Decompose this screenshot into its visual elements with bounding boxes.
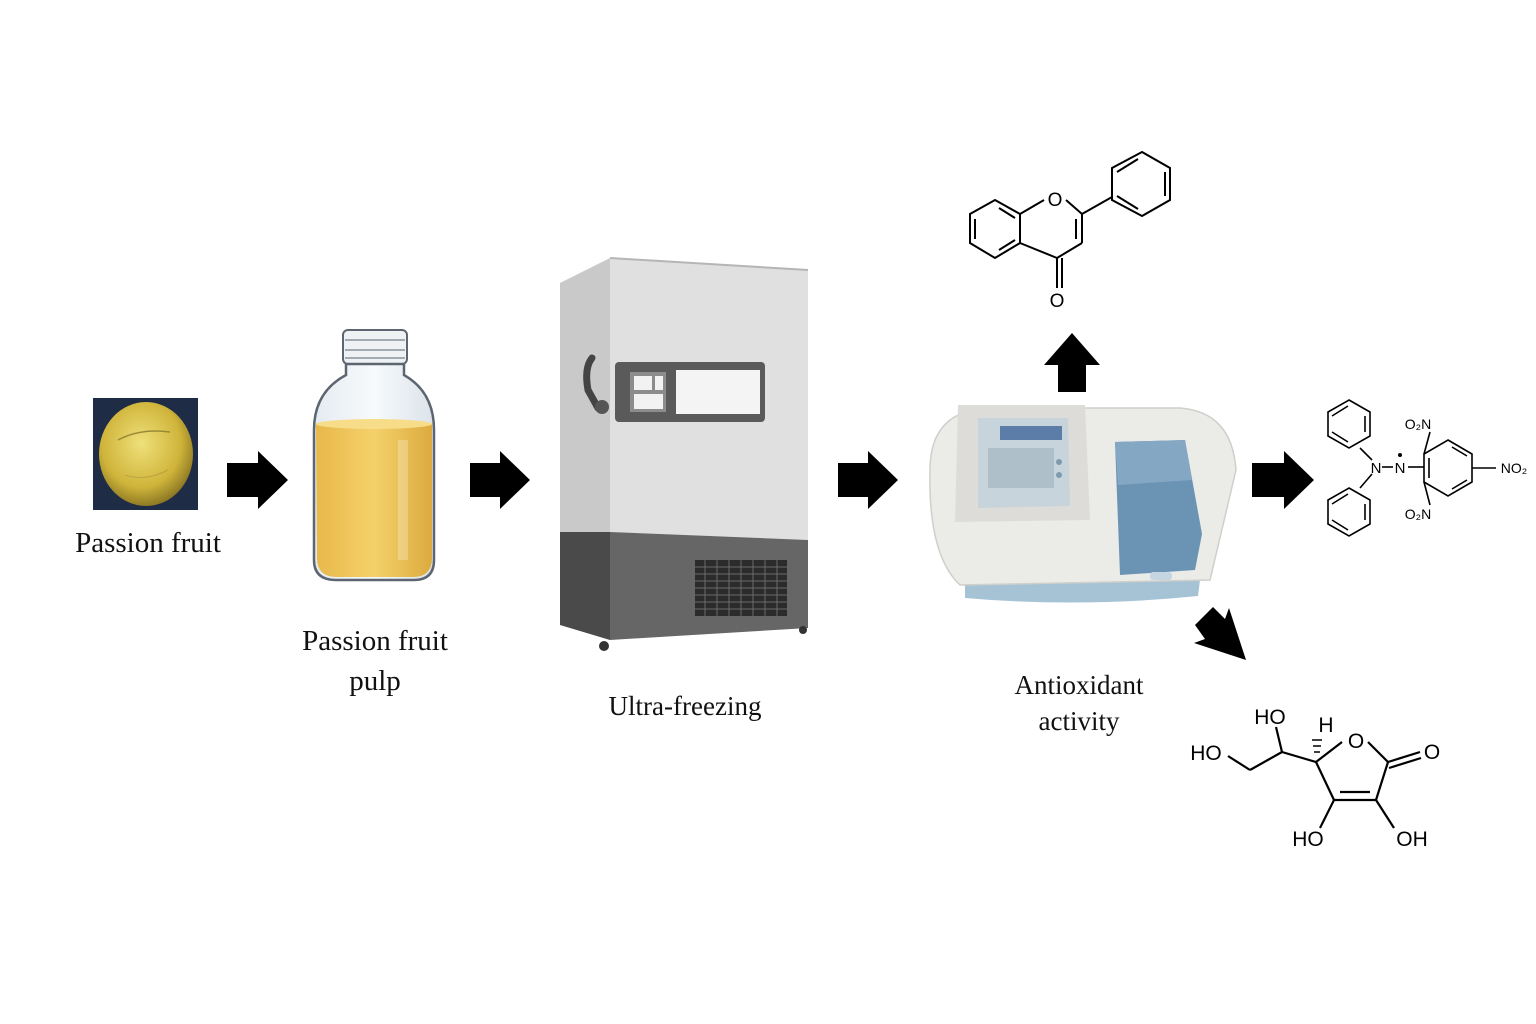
flow-arrow-up: [1044, 333, 1100, 392]
pulp-label-line2: pulp: [349, 665, 401, 697]
antioxidant-label-line2: activity: [1039, 706, 1120, 736]
ultra-freezing-label: Ultra-freezing: [609, 691, 762, 721]
ascorbic-ring-oxygen: O: [1348, 730, 1364, 753]
spectrophotometer-illustration: [929, 405, 1237, 603]
dpph-nitro-right: NO₂: [1501, 460, 1527, 476]
ultra-freezer-illustration: [560, 257, 809, 651]
dpph-nitrogen-2: N: [1395, 460, 1406, 477]
flow-arrow-right: [1252, 451, 1314, 509]
dpph-nitro-bottom: O₂N: [1405, 506, 1431, 522]
ascorbic-hydroxyl-bottom-left: HO: [1292, 828, 1324, 851]
flow-arrow-2: [470, 451, 530, 509]
flow-arrow-1: [227, 451, 288, 509]
radical-dot: [1398, 453, 1402, 457]
pulp-label-line1: Passion fruit: [302, 625, 448, 657]
flow-arrow-diagonal: [1194, 607, 1246, 660]
ascorbic-acid-structure: [1227, 726, 1422, 829]
flavone-ketone-oxygen: O: [1050, 291, 1065, 312]
pulp-bottle-illustration: [312, 329, 436, 582]
passion-fruit-photo: [93, 398, 198, 510]
dpph-structure: [1327, 399, 1496, 537]
ascorbic-hydroxyl-left: HO: [1190, 742, 1222, 765]
dpph-nitrogen-1: N: [1371, 460, 1382, 477]
ascorbic-stereo-hash: [1312, 739, 1322, 753]
ascorbic-carbonyl-oxygen: O: [1424, 741, 1440, 764]
passion-fruit-label: Passion fruit: [75, 527, 221, 559]
flavone-ring-oxygen: O: [1048, 190, 1063, 211]
flow-arrow-3: [838, 451, 898, 509]
ascorbic-hydrogen: H: [1318, 714, 1333, 737]
dpph-nitro-top: O₂N: [1405, 416, 1431, 432]
ascorbic-hydroxyl-top: HO: [1254, 706, 1286, 729]
ascorbic-hydroxyl-bottom-right: OH: [1396, 828, 1428, 851]
flavone-structure: [969, 150, 1171, 288]
antioxidant-label-line1: Antioxidant: [1015, 670, 1144, 700]
